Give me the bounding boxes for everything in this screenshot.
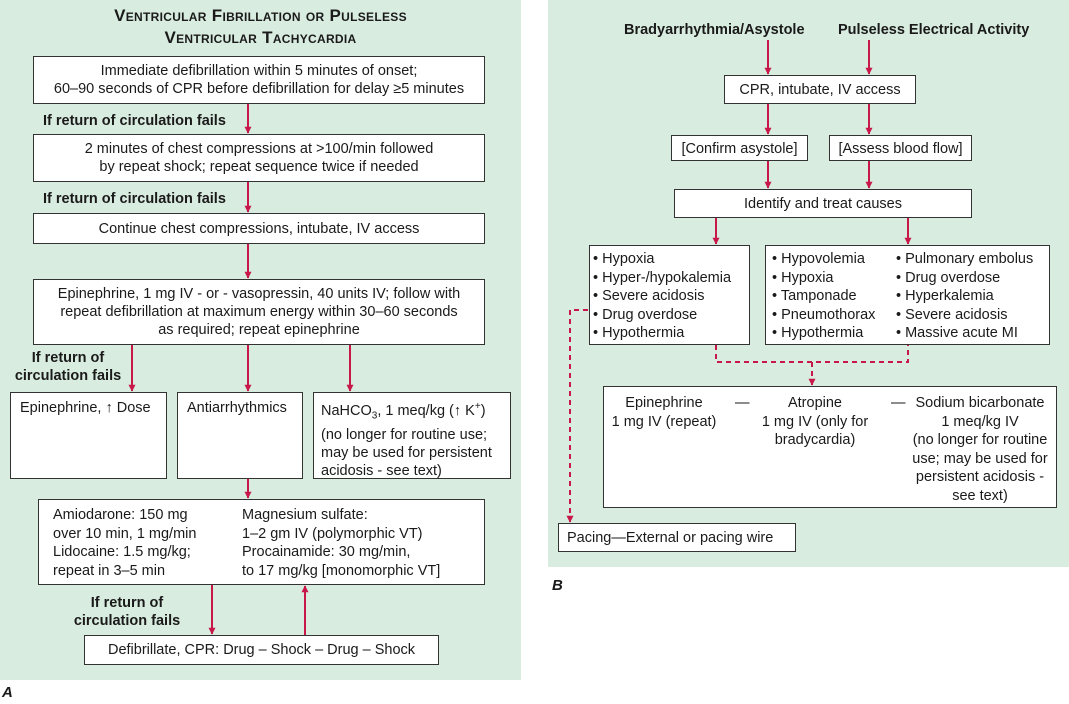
drugs-left-line-3: Lidocaine: 1.5 mg/kg; [53,544,191,560]
drugs-right-line-1: Magnesium sulfate: [242,507,368,523]
dash-2: — [891,395,906,411]
assess-blood-flow-box: [Assess blood flow] [829,135,972,161]
fail-3-line-1: If return of [31,350,105,366]
drugs-right-line-3: Procainamide: 30 mg/min, [242,544,411,560]
bicarb-name: Sodium bicarbonate [915,395,1045,411]
panel-a-title-line-2: Ventricular Tachycardia [164,28,357,47]
drug-sodium-bicarbonate: Sodium bicarbonate 1 meq/kg IV (no longe… [906,394,1054,505]
cause-drug-overdose-pea: • Drug overdose [896,269,1001,286]
bicarb-note-4: see text) [952,487,1008,504]
cause-massive-acute-mi: • Massive acute MI [896,325,1018,341]
fail-label-2: If return of circulation fails [43,191,226,207]
nahco3-box: NaHCO3, 1 meq/kg (↑ K+) (no longer for r… [313,392,511,479]
atropine-dose: 1 mg IV (only for [761,413,869,430]
fail-label-3: If return of circulation fails [4,349,132,385]
nahco3-line-2: may be used for persistent [321,444,492,461]
nahco3-line-3: acidosis - see text) [321,462,442,479]
drugs-right-line-4: to 17 mg/kg [monomorphic VT] [242,562,441,579]
nahco3-line-1: (no longer for routine use; [321,426,488,443]
header-bradyarrhythmia-asystole: Bradyarrhythmia/Asystole [624,22,805,38]
drug-epinephrine: Epinephrine 1 mg IV (repeat) [608,394,720,431]
panel-a-title-line-1: Ventricular Fibrillation or Pulseless [114,6,407,25]
antiarrhythmic-drugs-box: Amiodarone: 150 mg over 10 min, 1 mg/min… [38,499,485,585]
atropine-note: bradycardia) [774,432,856,448]
nahco3-formula: NaHCO [321,402,372,419]
cause-hypoxia: • Hypoxia [593,251,655,267]
cause-hypothermia-pea: • Hypothermia [772,325,864,341]
drugs-left-column: Amiodarone: 150 mg over 10 min, 1 mg/min… [53,506,196,580]
nahco3-dose: , 1 meq/kg (↑ K [377,402,475,419]
drug-atropine: Atropine 1 mg IV (only for bradycardia) [752,394,878,450]
immediate-defibrillation-box: Immediate defibrillation within 5 minute… [33,56,485,104]
continue-compressions-box: Continue chest compressions, intubate, I… [33,213,485,244]
cause-hypoxia-pea: • Hypoxia [772,269,834,286]
atropine-name: Atropine [787,395,842,411]
cause-pulmonary-embolus: • Pulmonary embolus [896,251,1034,267]
cause-severe-acidosis: • Severe acidosis [593,288,705,304]
fail-4-line-2: circulation fails [73,613,181,629]
epi-line-3: as required; repeat epinephrine [158,322,360,338]
header-pulseless-electrical-activity: Pulseless Electrical Activity [838,22,1030,38]
cause-hypovolemia: • Hypovolemia [772,251,865,267]
compress-line-2: by repeat shock; repeat sequence twice i… [99,159,419,175]
cause-drug-overdose: • Drug overdose [593,306,698,323]
antiarrhythmics-box: Antiarrhythmics [177,392,303,479]
drug-therapy-box: Epinephrine 1 mg IV (repeat) — Atropine … [603,386,1057,508]
bicarb-note-1: (no longer for routine [912,432,1048,448]
pacing-box: Pacing—External or pacing wire [558,523,796,552]
asystole-causes-list: • Hypoxia • Hyper-/hypokalemia • Severe … [593,250,731,343]
epi-line-1: Epinephrine, 1 mg IV - or - vasopressin,… [57,286,461,302]
defibrillate-cpr-box: Defibrillate, CPR: Drug – Shock – Drug –… [84,635,439,665]
drugs-right-line-2: 1–2 gm IV (polymorphic VT) [242,525,423,542]
bicarb-note-3: persistent acidosis - [915,469,1045,485]
asystole-causes-box: • Hypoxia • Hyper-/hypokalemia • Severe … [589,245,750,345]
pea-causes-box: • Hypovolemia • Hypoxia • Tamponade • Pn… [765,245,1050,345]
nahco3-close: ) [480,402,486,419]
cause-tamponade: • Tamponade [772,288,857,304]
cause-hypothermia: • Hypothermia [593,325,685,341]
cause-hyperkalemia: • Hyperkalemia [896,288,994,304]
confirm-asystole-box: [Confirm asystole] [671,135,808,161]
epinephrine-dose: 1 mg IV (repeat) [611,413,717,430]
dash-1: — [735,395,750,411]
cpr-intubate-box: CPR, intubate, IV access [724,75,916,104]
fail-label-4: If return of circulation fails [52,594,202,630]
fail-4-line-1: If return of [90,595,164,611]
pea-causes-left-list: • Hypovolemia • Hypoxia • Tamponade • Pn… [772,250,875,343]
nahco3-superscript: + [474,401,481,412]
epinephrine-increased-dose-box: Epinephrine, ↑ Dose [10,392,167,479]
drugs-left-line-1: Amiodarone: 150 mg [53,507,188,523]
panel-b-label: B [552,577,563,594]
compress-line-1: 2 minutes of chest compressions at >100/… [84,141,434,157]
drugs-right-column: Magnesium sulfate: 1–2 gm IV (polymorphi… [242,506,440,580]
drugs-left-line-2: over 10 min, 1 mg/min [53,525,197,542]
epinephrine-vasopressin-box: Epinephrine, 1 mg IV - or - vasopressin,… [33,279,485,345]
bicarb-dose: 1 meq/kg IV [941,413,1019,430]
drugs-left-line-4: repeat in 3–5 min [53,562,166,579]
chest-compressions-box: 2 minutes of chest compressions at >100/… [33,134,485,182]
defib-line-1: Immediate defibrillation within 5 minute… [100,63,418,79]
cause-severe-acidosis-pea: • Severe acidosis [896,306,1008,323]
fail-label-1: If return of circulation fails [43,113,226,129]
nahco3-subscript: 3 [371,410,378,422]
identify-causes-box: Identify and treat causes [674,189,972,218]
cause-hyper-hypokalemia: • Hyper-/hypokalemia [593,269,732,286]
pea-causes-right-list: • Pulmonary embolus • Drug overdose • Hy… [896,250,1033,343]
epinephrine-name: Epinephrine [625,395,703,411]
bicarb-note-2: use; may be used for [912,450,1048,467]
epi-line-2: repeat defibrillation at maximum energy … [60,304,458,320]
nahco3-heading: NaHCO3, 1 meq/kg (↑ K+) [321,398,510,426]
cause-pneumothorax: • Pneumothorax [772,306,876,323]
fail-3-line-2: circulation fails [14,368,122,384]
defib-line-2: 60–90 seconds of CPR before defibrillati… [53,81,465,97]
panel-a-label: A [2,684,13,701]
